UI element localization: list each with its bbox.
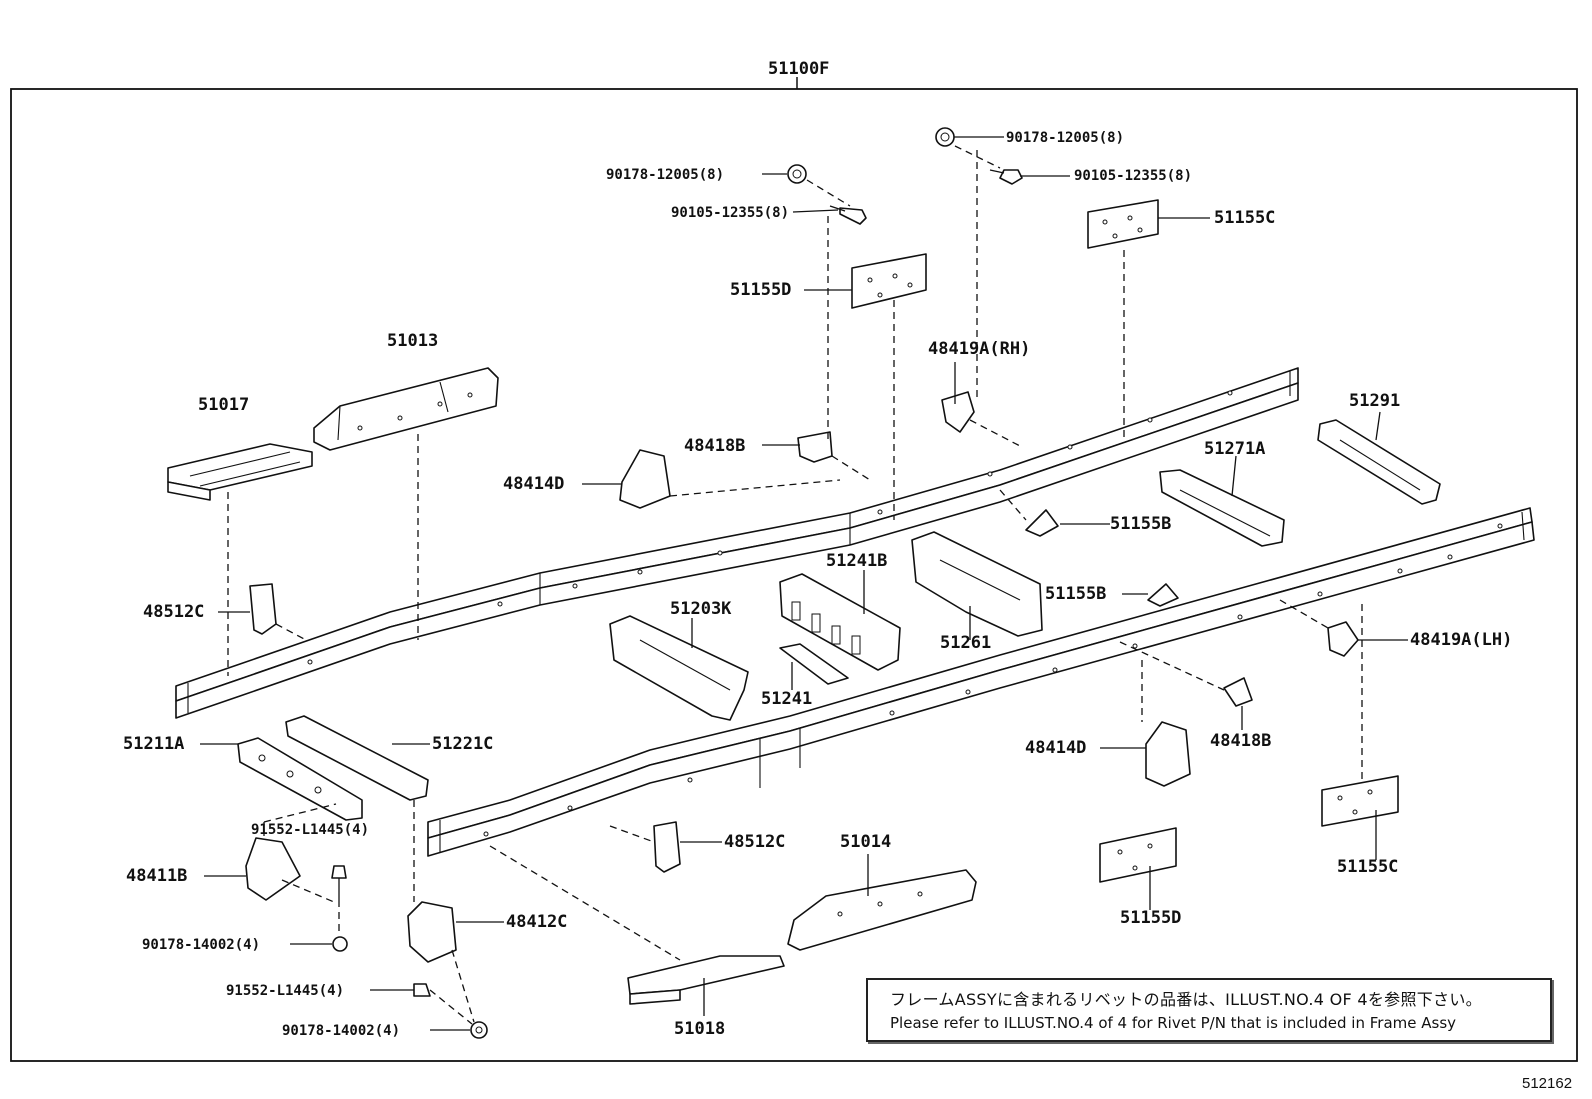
label-51291: 51291 [1349, 391, 1400, 411]
label-51155C-top: 51155C [1214, 208, 1275, 228]
part-51155C-bottom [1321, 775, 1399, 827]
fastener-nut-rh-top [935, 127, 955, 147]
part-51017 [167, 443, 313, 501]
part-51013 [313, 367, 499, 451]
fastener-bolt-91552-top [331, 865, 347, 900]
label-48414D-bottom: 48414D [1025, 738, 1086, 758]
side-rail-lh [427, 507, 1535, 857]
part-48418B-top [797, 431, 833, 463]
label-48418B-top: 48418B [684, 436, 745, 456]
label-51018: 51018 [674, 1019, 725, 1039]
label-bolt-lh-top: 90105-12355(8) [671, 205, 789, 221]
label-nut-rh-top: 90178-12005(8) [1006, 130, 1124, 146]
fastener-nut-90178-bottom [470, 1021, 488, 1039]
part-51155B-top [1025, 509, 1059, 537]
part-48414D-top [619, 449, 671, 509]
label-51241B: 51241B [826, 551, 887, 571]
label-nut-90178-bottom: 90178-14002(4) [282, 1023, 400, 1039]
label-nut-90178-top: 90178-14002(4) [142, 937, 260, 953]
label-51271A: 51271A [1204, 439, 1265, 459]
fastener-bolt-rh-top [989, 169, 1023, 185]
part-48412C [407, 901, 457, 963]
rivet-note-japanese: フレームASSYに含まれるリベットの品番は、ILLUST.NO.4 OF 4を参… [890, 990, 1482, 1009]
label-48419A-rh: 48419A(RH) [928, 339, 1030, 359]
label-51155B-mid: 51155B [1045, 584, 1106, 604]
label-leaders [200, 136, 1408, 1031]
label-51261: 51261 [940, 633, 991, 653]
label-51155C-bottom: 51155C [1337, 857, 1398, 877]
part-51221C [285, 715, 429, 801]
label-51211A: 51211A [123, 734, 184, 754]
part-51203K [609, 615, 749, 721]
part-51155D-top [851, 253, 927, 309]
part-51211A [237, 737, 363, 821]
part-48419A-lh [1327, 621, 1359, 657]
label-48419A-lh: 48419A(LH) [1410, 630, 1512, 650]
part-51241 [779, 643, 849, 685]
part-48419A-rh [941, 391, 975, 433]
fastener-nut-90178-top [332, 936, 348, 952]
part-51155B-mid [1147, 583, 1179, 607]
label-51155D-bottom: 51155D [1120, 908, 1181, 928]
part-51018 [627, 955, 785, 1005]
side-rail-rh [175, 367, 1299, 719]
label-48412C: 48412C [506, 912, 567, 932]
assembly-dashed-lines [227, 145, 1363, 1025]
fastener-bolt-91552-bottom [413, 983, 431, 997]
label-48512C-left: 48512C [143, 602, 204, 622]
label-bolt-rh-top: 90105-12355(8) [1074, 168, 1192, 184]
label-51221C: 51221C [432, 734, 493, 754]
part-48414D-bottom [1145, 721, 1191, 787]
label-51203K: 51203K [670, 599, 732, 619]
label-51017: 51017 [198, 395, 249, 415]
part-48411B [245, 837, 301, 901]
label-51155D-top: 51155D [730, 280, 791, 300]
part-51261 [911, 531, 1043, 637]
label-51155B-top: 51155B [1110, 514, 1171, 534]
label-bolt-91552-bottom: 91552-L1445(4) [226, 983, 344, 999]
label-51014: 51014 [840, 832, 891, 852]
label-bolt-91552-top: 91552-L1445(4) [251, 822, 369, 838]
fastener-nut-lh-top [787, 164, 807, 184]
part-labels: 90178-12005(8) 90105-12355(8) 90178-1200… [123, 130, 1512, 1039]
part-51291 [1317, 419, 1441, 505]
label-48414D-top: 48414D [503, 474, 564, 494]
part-48512C-right [653, 821, 681, 873]
rail-rivet-holes [307, 390, 1503, 837]
label-48512C-right: 48512C [724, 832, 785, 852]
part-51155C-top [1087, 199, 1159, 249]
rivet-note-english: Please refer to ILLUST.NO.4 of 4 for Riv… [890, 1014, 1457, 1032]
label-48418B-bottom: 48418B [1210, 731, 1271, 751]
part-51014 [787, 869, 977, 951]
rivet-note-box: フレームASSYに含まれるリベットの品番は、ILLUST.NO.4 OF 4を参… [866, 978, 1552, 1042]
label-nut-lh-top: 90178-12005(8) [606, 167, 724, 183]
part-48418B-bottom [1223, 677, 1253, 707]
figure-id: 512162 [1522, 1075, 1573, 1092]
part-51241B [779, 573, 901, 671]
assembly-label: 51100F [768, 59, 829, 79]
part-51155D-bottom [1099, 827, 1177, 883]
label-51241: 51241 [761, 689, 812, 709]
label-51013: 51013 [387, 331, 438, 351]
part-48512C-left [249, 583, 277, 635]
part-51271A [1159, 469, 1285, 547]
label-48411B: 48411B [126, 866, 187, 886]
assembly-frame-border [10, 88, 1578, 1062]
fastener-bolt-lh-top [829, 205, 867, 225]
